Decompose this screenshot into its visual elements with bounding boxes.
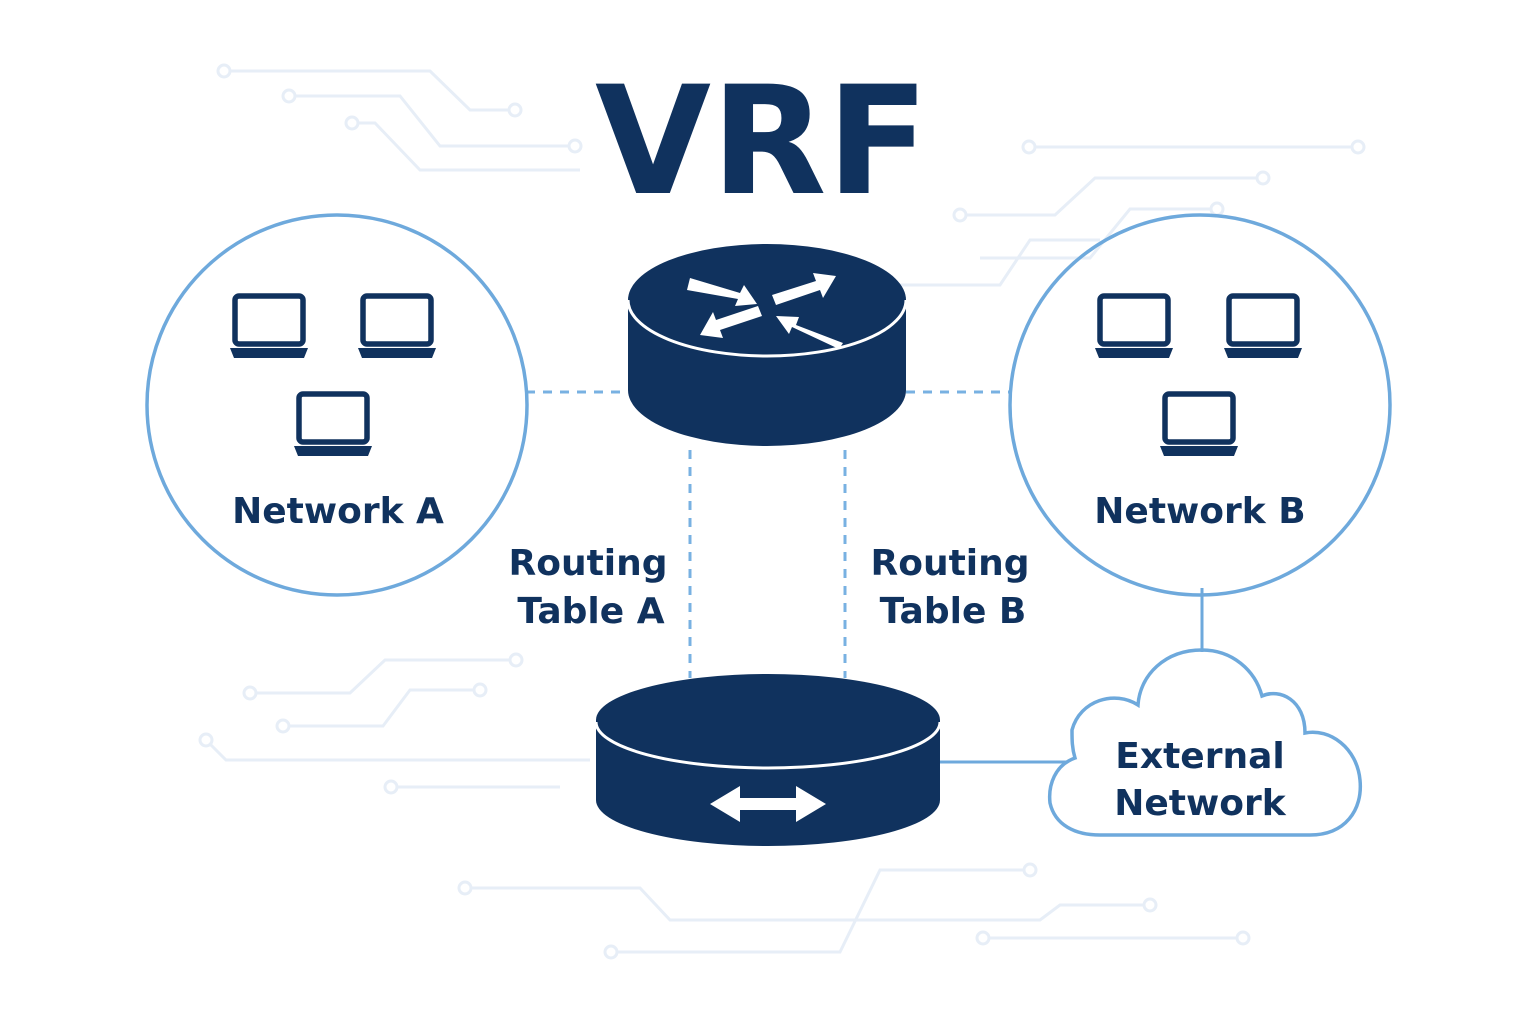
dashed-connectors [526, 390, 1010, 678]
network-a-boundary [145, 213, 529, 597]
solid-links [940, 588, 1204, 764]
external-network-line1: External [1115, 736, 1284, 777]
circuit-background [198, 63, 1366, 960]
laptop-icon [358, 296, 436, 358]
cloud-icon [1047, 648, 1363, 837]
laptop-icon [1224, 296, 1302, 358]
routing-table-a-line1: Routing [508, 543, 667, 584]
network-a: Network A [145, 213, 529, 597]
router-icon [626, 244, 908, 446]
external-network-line2: Network [1114, 783, 1286, 824]
external-network: External Network [1047, 648, 1363, 837]
laptop-icon [230, 296, 308, 358]
routing-table-b-line1: Routing [870, 543, 1029, 584]
network-a-label: Network A [232, 491, 444, 532]
network-b-label: Network B [1094, 491, 1305, 532]
network-b-boundary [1008, 213, 1392, 597]
network-b: Network B [1008, 213, 1392, 597]
page-title: VRF [595, 55, 929, 229]
routing-table-b-line2: Table B [880, 591, 1027, 632]
laptop-icon [1095, 296, 1173, 358]
switch-icon [594, 674, 942, 846]
laptop-icon [1160, 394, 1238, 456]
laptop-icon [294, 394, 372, 456]
routing-table-a-line2: Table A [517, 591, 664, 632]
